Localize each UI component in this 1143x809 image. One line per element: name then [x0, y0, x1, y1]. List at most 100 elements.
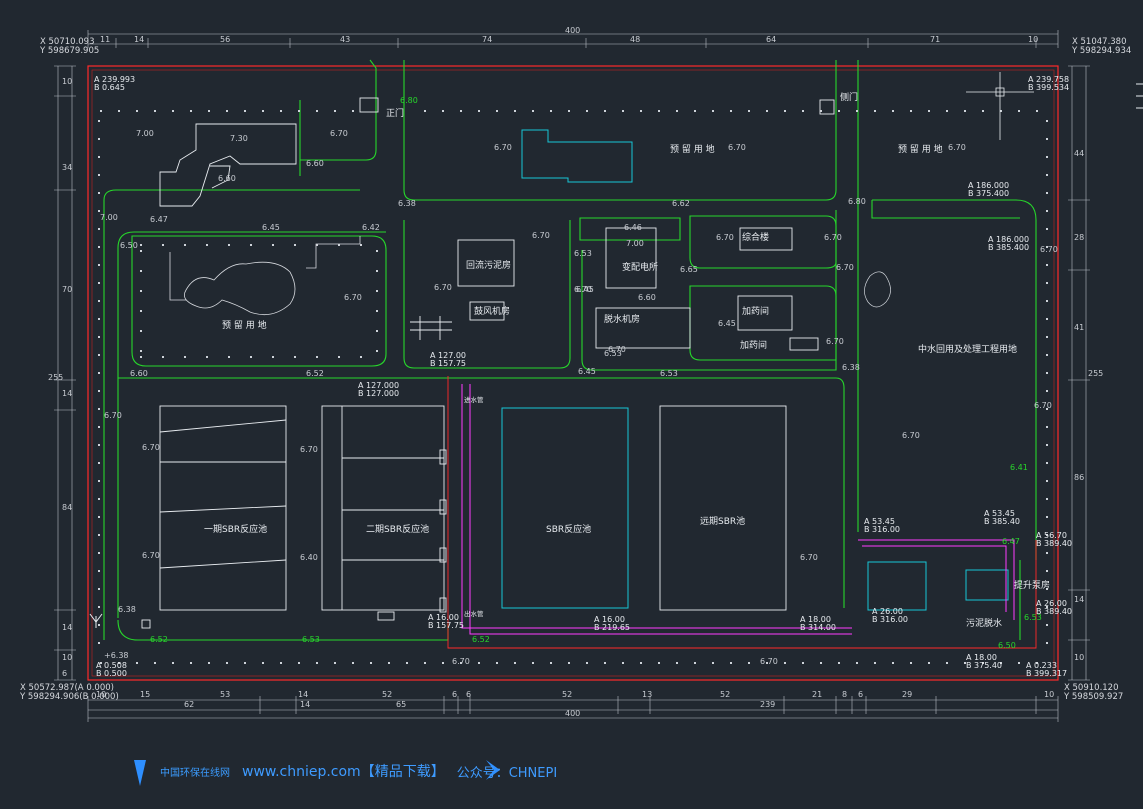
- tree-dot: [98, 264, 100, 266]
- tree-dot: [1000, 110, 1002, 112]
- tree-dot: [98, 516, 100, 518]
- tree-dot: [586, 110, 588, 112]
- building-outlines: [141, 97, 835, 629]
- tree-dot: [140, 250, 142, 252]
- ab-b: B 127.000: [358, 389, 399, 398]
- dim-bottom-seg: 8: [842, 690, 847, 699]
- left-dimension-labels: 10 34 70 14 255 84 14 10 6: [48, 77, 72, 678]
- label-sludge: 污泥脱水: [966, 617, 1002, 629]
- ab-a: A 56.70: [1036, 531, 1067, 540]
- ab-a: A 18.00: [800, 615, 831, 624]
- coord-top-right-y: Y 598294.934: [1071, 46, 1131, 56]
- dim-top-seg: 11: [100, 35, 110, 44]
- elevation-label: 6.53: [302, 635, 320, 644]
- tree-dot: [1018, 662, 1020, 664]
- elevation-label: 6.50: [120, 241, 138, 250]
- tree-dot: [262, 662, 264, 664]
- label-office: 综合楼: [742, 231, 769, 243]
- label-future-plant: 中水回用及处理工程用地: [918, 343, 1017, 355]
- pipe-lines: [461, 384, 1015, 635]
- elevation-label: 6.60: [638, 293, 656, 302]
- coord-top-left-x: X 50710.093: [40, 37, 95, 47]
- ab-coordinate-labels: A 239.993 B 0.645 A 239.758 B 399.534 A …: [94, 75, 1072, 678]
- dimension-lines: [57, 33, 1087, 719]
- tree-dot: [140, 310, 142, 312]
- tree-dot: [910, 110, 912, 112]
- dim-left-seg: 6: [62, 669, 67, 678]
- tree-dot: [1036, 110, 1038, 112]
- pipe-labels: 进水管 出水管: [464, 395, 484, 618]
- tree-dot: [676, 662, 678, 664]
- ab-b: B 157.75: [428, 621, 464, 630]
- tree-dot: [1036, 662, 1038, 664]
- tree-dot: [532, 662, 534, 664]
- elevation-label: 6.70: [1034, 401, 1052, 410]
- tree-dot: [1046, 588, 1048, 590]
- elevation-label: 6.52: [472, 635, 490, 644]
- tree-dot: [228, 244, 230, 246]
- tree-dot: [244, 110, 246, 112]
- dim-left-seg: 34: [62, 163, 72, 172]
- tree-dot: [190, 662, 192, 664]
- footer-url[interactable]: www.chniep.com【精品下载】: [242, 764, 445, 780]
- tree-dot: [460, 110, 462, 112]
- tree-dot: [1046, 300, 1048, 302]
- ab-a: A 16.00: [594, 615, 625, 624]
- ab-b: B 157.75: [430, 359, 466, 368]
- coord-bottom-right-y: Y 598509.927: [1063, 692, 1123, 702]
- tree-dot: [838, 110, 840, 112]
- dim-top-seg: 56: [220, 35, 230, 44]
- tree-dot: [820, 110, 822, 112]
- ab-b: B 375.40: [966, 661, 1002, 670]
- ab-a: A 26.00: [1036, 599, 1067, 608]
- tree-dot: [162, 244, 164, 246]
- tree-dot: [946, 662, 948, 664]
- ab-b: B 375.400: [968, 189, 1009, 198]
- tree-dot: [442, 110, 444, 112]
- tree-dot: [1046, 372, 1048, 374]
- elevation-label: 6.47: [150, 215, 168, 224]
- coord-bottom-left-y: Y 598294.906(B 0.000): [19, 692, 119, 702]
- elevation-label: 6.70: [948, 143, 966, 152]
- zone-labels: 正门 侧门 预 留 用 地 预 留 用 地 预 留 用 地 中水回用及处理工程用…: [204, 91, 1050, 629]
- tree-dot: [172, 110, 174, 112]
- tree-dot: [1046, 354, 1048, 356]
- elevation-label: 6.53: [604, 349, 622, 358]
- tree-dot: [250, 356, 252, 358]
- elevation-label: 6.70: [330, 129, 348, 138]
- elevation-label: 6.70: [142, 551, 160, 560]
- landscape-tree: [864, 271, 891, 308]
- tree-dot: [820, 662, 822, 664]
- ab-b: B 0.645: [94, 83, 125, 92]
- tree-dot: [388, 662, 390, 664]
- tree-dot: [136, 110, 138, 112]
- tree-dot: [946, 110, 948, 112]
- plant-inner-boundary: [447, 376, 1037, 649]
- ab-a: A 0.233: [1026, 661, 1057, 670]
- tree-dot: [1046, 210, 1048, 212]
- tree-dot: [748, 662, 750, 664]
- tree-dot: [640, 110, 642, 112]
- label-reserve-3: 预 留 用 地: [898, 143, 943, 155]
- tree-dot: [712, 110, 714, 112]
- tree-dot: [98, 390, 100, 392]
- tree-dot: [856, 662, 858, 664]
- tree-dot: [98, 318, 100, 320]
- tree-dot: [1046, 336, 1048, 338]
- tree-dot: [1046, 318, 1048, 320]
- tree-dot: [118, 110, 120, 112]
- ab-b: B 219.65: [594, 623, 630, 632]
- dim-right-seg: 41: [1074, 323, 1084, 332]
- dim-bottom-seg: 13: [642, 690, 652, 699]
- elevation-label: 6.70: [574, 285, 592, 294]
- elevation-label: 6.52: [150, 635, 168, 644]
- dim-bottom-seg: 10: [1044, 690, 1054, 699]
- label-pipe-1: 进水管: [464, 395, 484, 404]
- tree-dot: [1000, 662, 1002, 664]
- elevation-label: 6.45: [718, 319, 736, 328]
- tree-dot: [478, 110, 480, 112]
- tree-dot: [140, 350, 142, 352]
- tree-dot: [206, 356, 208, 358]
- tree-dot: [98, 588, 100, 590]
